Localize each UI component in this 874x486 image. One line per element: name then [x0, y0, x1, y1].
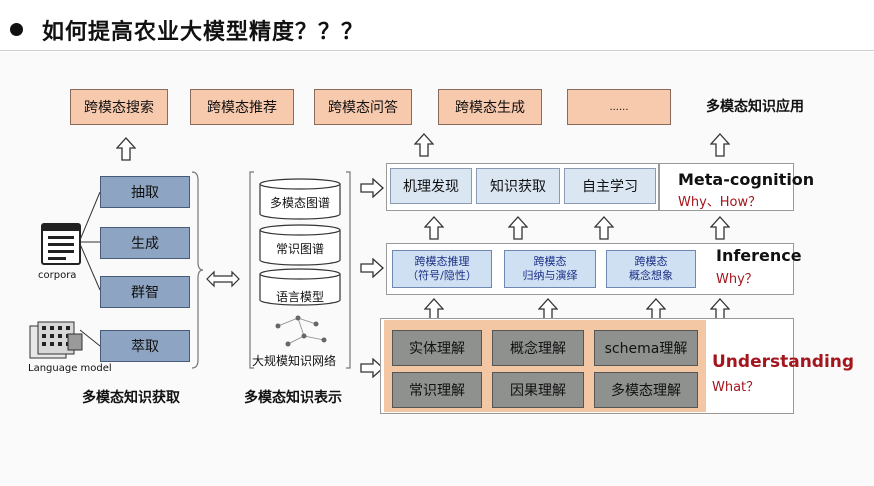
metacognition-label: Meta-cognition [678, 170, 815, 189]
arrow-right-icon [360, 178, 384, 198]
understanding-label: Understanding [712, 352, 855, 372]
inference-cross-modal-reasoning: 跨模态推理 （符号/隐性） [392, 250, 492, 288]
language-model-graph-label: 语言模型 [275, 290, 324, 304]
understanding-concept: 概念理解 [492, 330, 584, 366]
title-divider [0, 50, 874, 51]
bullet-icon [10, 23, 23, 36]
inference-item-title: 跨模态 [634, 255, 668, 268]
inference-item-title: 跨模态推理 [414, 255, 470, 268]
inference-induction-deduction: 跨模态 归纳与演绎 [504, 250, 596, 288]
inference-label: Inference [716, 246, 802, 265]
inference-question: Why？ [716, 272, 758, 287]
language-model-label: Language model [28, 363, 112, 374]
slide-title: 如何提高农业大模型精度？？？ [42, 20, 365, 45]
metacognition-question: Why、How？ [678, 195, 762, 210]
app-cross-modal-search: 跨模态搜索 [70, 89, 168, 125]
arrow-right-icon [360, 258, 384, 278]
app-cross-modal-generation: 跨模态生成 [438, 89, 542, 125]
app-more: ...... [567, 89, 671, 125]
app-cross-modal-recommend: 跨模态推荐 [190, 89, 294, 125]
multimodal-graph-label: 多模态图谱 [269, 196, 330, 210]
inference-item-title: 跨模态 [533, 255, 567, 268]
database-cylinder-icon [259, 178, 341, 306]
inference-item-subtitle: 归纳与演绎 [522, 269, 578, 282]
acquisition-step-crowd: 群智 [100, 276, 190, 308]
meta-mechanism-discovery: 机理发现 [390, 168, 472, 204]
arrow-right-icon [360, 358, 384, 378]
meta-divider [658, 164, 660, 210]
understanding-commonsense: 常识理解 [392, 372, 482, 408]
representation-caption: 多模态知识表示 [244, 390, 342, 406]
commonsense-graph-label: 常识图谱 [275, 242, 324, 256]
inference-item-subtitle: （符号/隐性） [407, 269, 477, 282]
double-arrow-icon [206, 270, 240, 288]
acquisition-step-extract: 抽取 [100, 176, 190, 208]
inference-concept-imagination: 跨模态 概念想象 [606, 250, 696, 288]
source-connectors [80, 191, 101, 347]
meta-knowledge-acquisition: 知识获取 [476, 168, 560, 204]
understanding-schema: schema理解 [594, 330, 698, 366]
arrow-up-icon [710, 216, 730, 240]
understanding-entity: 实体理解 [392, 330, 482, 366]
arrow-up-icon [710, 133, 730, 157]
arrow-up-icon [116, 137, 136, 161]
knowledge-network-icon [275, 315, 327, 347]
acquisition-step-distill: 萃取 [100, 330, 190, 362]
understanding-multimodal: 多模态理解 [594, 372, 698, 408]
acquisition-brace [191, 171, 204, 369]
acquisition-caption: 多模态知识获取 [82, 390, 180, 406]
arrow-up-icon [508, 216, 528, 240]
arrow-up-icon [594, 216, 614, 240]
arrow-up-icon [424, 216, 444, 240]
acquisition-step-generate: 生成 [100, 227, 190, 259]
app-cross-modal-qa: 跨模态问答 [314, 89, 412, 125]
understanding-question: What？ [712, 380, 760, 395]
meta-self-learning: 自主学习 [564, 168, 656, 204]
corpora-label: corpora [38, 270, 77, 281]
application-caption: 多模态知识应用 [706, 99, 804, 115]
knowledge-network-label: 大规模知识网络 [252, 354, 337, 368]
arrow-up-icon [414, 133, 434, 157]
understanding-causal: 因果理解 [492, 372, 584, 408]
inference-item-subtitle: 概念想象 [629, 269, 673, 282]
representation-bracket [249, 171, 351, 369]
neural-grid-icon [29, 321, 83, 359]
document-icon [41, 223, 81, 265]
